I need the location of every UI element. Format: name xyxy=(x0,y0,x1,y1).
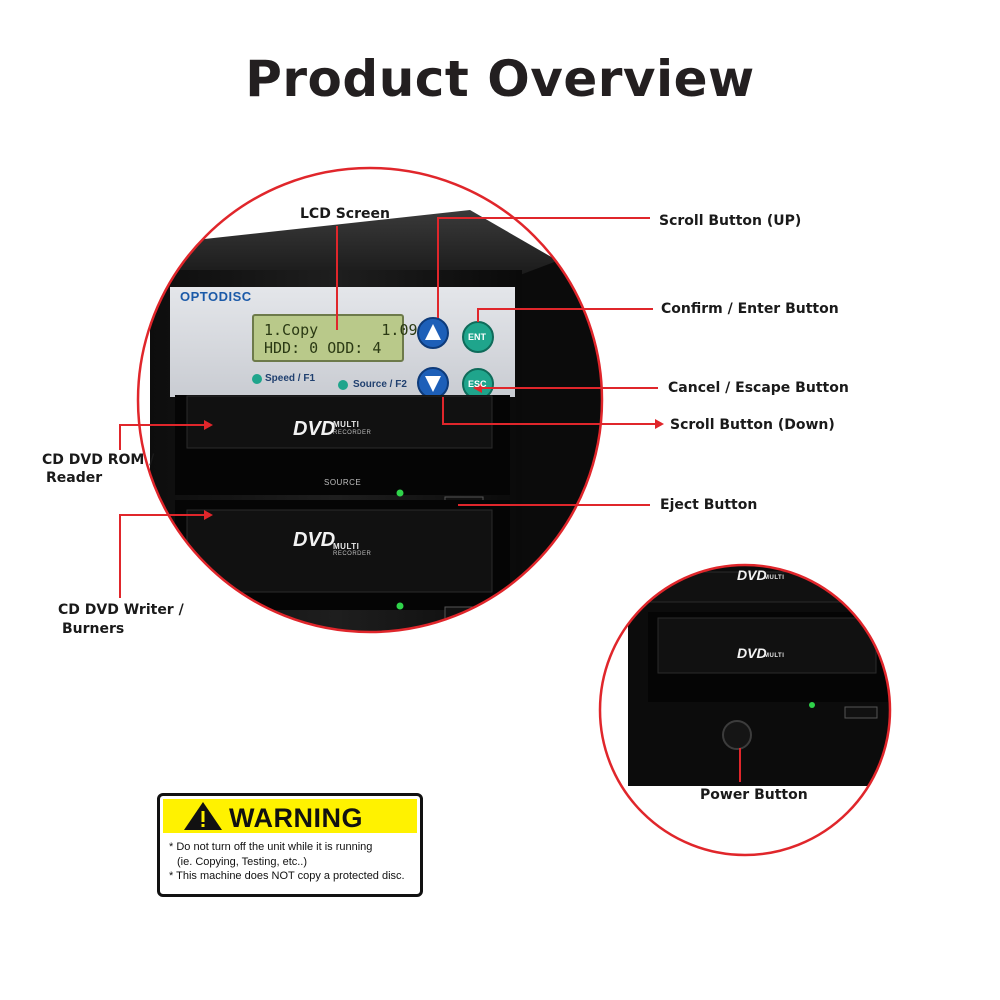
callout-scroll-down: Scroll Button (Down) xyxy=(670,417,835,433)
speed-led xyxy=(252,374,262,384)
dvd-logo-small-1: DVD xyxy=(737,567,767,583)
small-writer-tray xyxy=(657,617,877,674)
power-zoom xyxy=(600,565,890,855)
writer-led xyxy=(396,602,404,610)
dvd-logo-small-2: DVD xyxy=(737,645,767,661)
lcd-line-1: 1.Copy 1.09 xyxy=(264,321,418,339)
reader-led xyxy=(396,489,404,497)
callout-lcd-screen: LCD Screen xyxy=(300,206,390,222)
page-title: Product Overview xyxy=(245,50,755,108)
warning-header: WARNING xyxy=(163,799,417,833)
source-led xyxy=(338,380,348,390)
power-switch xyxy=(722,720,752,750)
callout-power: Power Button xyxy=(700,787,808,803)
callout-confirm-enter: Confirm / Enter Button xyxy=(661,301,839,317)
up-arrow-icon xyxy=(425,324,441,340)
warning-label: WARNING * Do not turn off the unit while… xyxy=(157,793,423,897)
warning-line-2: (ie. Copying, Testing, etc..) xyxy=(177,856,308,868)
source-tray-label: SOURCE xyxy=(324,478,362,487)
callout-reader-line1: CD DVD ROM / xyxy=(42,452,155,468)
warning-triangle-icon xyxy=(184,802,222,830)
dvd-recorder-writer: RECORDER xyxy=(333,551,372,557)
callout-eject: Eject Button xyxy=(660,497,758,513)
ent-label: ENT xyxy=(468,332,486,342)
warning-line-3: * This machine does NOT copy a protected… xyxy=(169,870,405,882)
callout-reader-line2: Reader xyxy=(46,470,103,486)
lcd-line-2: HDD: 0 ODD: 4 xyxy=(264,339,382,357)
dvd-logo-reader: DVD xyxy=(293,418,336,440)
dvd-multi-reader: MULTI xyxy=(333,420,360,429)
unit-side xyxy=(520,258,602,632)
callout-writer-line2: Burners xyxy=(62,621,125,637)
callout-writer-line1: CD DVD Writer / xyxy=(58,602,184,618)
callout-scroll-up: Scroll Button (UP) xyxy=(659,213,802,229)
callout-cancel-escape: Cancel / Escape Button xyxy=(668,380,849,396)
down-arrow-icon xyxy=(425,376,441,392)
main-unit-zoom xyxy=(138,168,602,632)
warning-line-1: * Do not turn off the unit while it is r… xyxy=(169,841,373,853)
power-zoom-ring xyxy=(598,563,892,857)
source-label: Source / F2 xyxy=(353,379,407,390)
callout-lines xyxy=(119,217,741,782)
speed-label: Speed / F1 xyxy=(265,373,316,384)
main-zoom-ring xyxy=(136,166,604,634)
warning-title: WARNING xyxy=(229,803,363,833)
brand-logo: OPTODISC xyxy=(180,289,252,304)
lcd-screen xyxy=(252,314,404,362)
dvd-logo-writer: DVD xyxy=(293,529,336,551)
dvd-recorder-reader: RECORDER xyxy=(333,430,372,436)
reader-tray xyxy=(186,395,493,449)
dvd-multi-small-2: MULTI xyxy=(764,653,785,659)
dvd-multi-small-1: MULTI xyxy=(764,575,785,581)
esc-label: ESC xyxy=(468,379,487,389)
dvd-multi-writer: MULTI xyxy=(333,542,360,551)
